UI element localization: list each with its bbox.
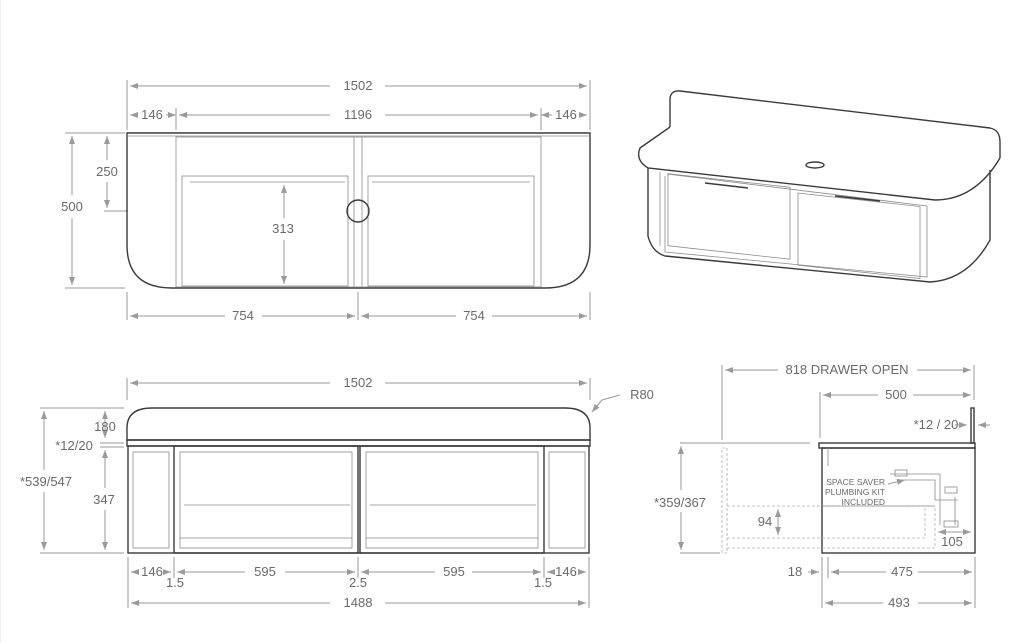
note-line-3: INCLUDED <box>842 497 885 507</box>
dim-side-body: 475 <box>891 564 913 579</box>
dim-front-total: *539/547 <box>20 474 72 489</box>
dim-plan-depth: 500 <box>61 199 83 214</box>
dim-front-drawer-left: 595 <box>254 564 276 579</box>
dim-front-base: 1488 <box>344 595 373 610</box>
dim-plan-top-depth: 250 <box>96 164 118 179</box>
dim-front-top: 180 <box>94 419 116 434</box>
dim-plan-half-right: 754 <box>463 308 485 323</box>
isometric-view <box>637 90 1001 283</box>
dim-side-drawer-inner: 94 <box>758 514 772 529</box>
dim-front-bench: *12/20 <box>55 438 93 453</box>
dim-plan-inner: 313 <box>272 221 294 236</box>
side-view: 818 DRAWER OPEN 500 *12 / 20 SPACE SAVER… <box>654 362 990 610</box>
dim-side-drawer-open: 818 DRAWER OPEN <box>785 362 908 377</box>
dim-side-depth: 500 <box>885 387 907 402</box>
dim-front-gap-left: 1.5 <box>166 575 184 590</box>
dim-side-height: *359/367 <box>654 495 706 510</box>
dim-front-body: 347 <box>93 492 115 507</box>
dim-front-side-left: 146 <box>141 564 163 579</box>
dim-plan-overall: 1502 <box>344 78 373 93</box>
plan-view: 1502 146 1196 146 500 250 313 754 754 <box>61 78 591 323</box>
dim-front-side-right: 146 <box>555 564 577 579</box>
note-line-2: PLUMBING KIT <box>825 487 885 497</box>
tap-hole <box>346 199 370 223</box>
dim-side-clearance: 105 <box>941 534 963 549</box>
dim-plan-left: 146 <box>141 107 163 122</box>
dim-front-gap-mid: 2.5 <box>349 575 367 590</box>
dim-front-gap-right: 1.5 <box>534 575 552 590</box>
dim-side-splash: *12 / 20 <box>914 417 959 432</box>
dim-plan-middle: 1196 <box>344 107 372 122</box>
dim-plan-half-left: 754 <box>232 308 254 323</box>
note-line-1: SPACE SAVER <box>826 477 885 487</box>
dim-front-drawer-right: 595 <box>443 564 465 579</box>
dim-plan-right: 146 <box>555 107 577 122</box>
dim-front-radius: R80 <box>630 387 654 402</box>
front-view: 1502 R80 *539/547 180 *12/20 347 146 1.5… <box>20 375 654 610</box>
dim-front-overall: 1502 <box>344 375 373 390</box>
dim-side-base: 493 <box>888 595 910 610</box>
dim-side-front: 18 <box>788 564 802 579</box>
